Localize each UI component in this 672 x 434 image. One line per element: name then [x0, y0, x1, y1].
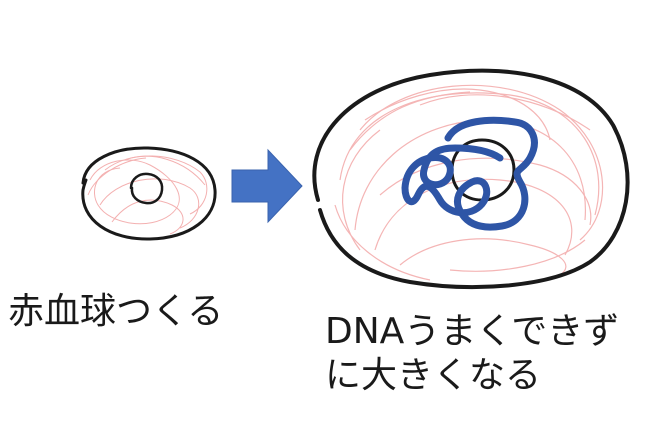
normal-cell-outline — [81, 146, 217, 241]
large-cell-label-line1: DNAうまくできず — [325, 311, 620, 352]
large-cell-label-line2: に大きくなる — [325, 355, 542, 396]
large-cell-center — [450, 138, 516, 202]
dna-scribble — [401, 116, 538, 231]
right-arrow-icon — [231, 148, 303, 224]
large-cell-outline — [312, 68, 630, 289]
normal-cell-center — [129, 172, 164, 205]
normal-cell-label: 赤血球つくる — [8, 291, 224, 332]
normal-cell — [81, 146, 217, 241]
normal-cell-shading — [87, 155, 208, 235]
large-cell — [312, 68, 630, 289]
